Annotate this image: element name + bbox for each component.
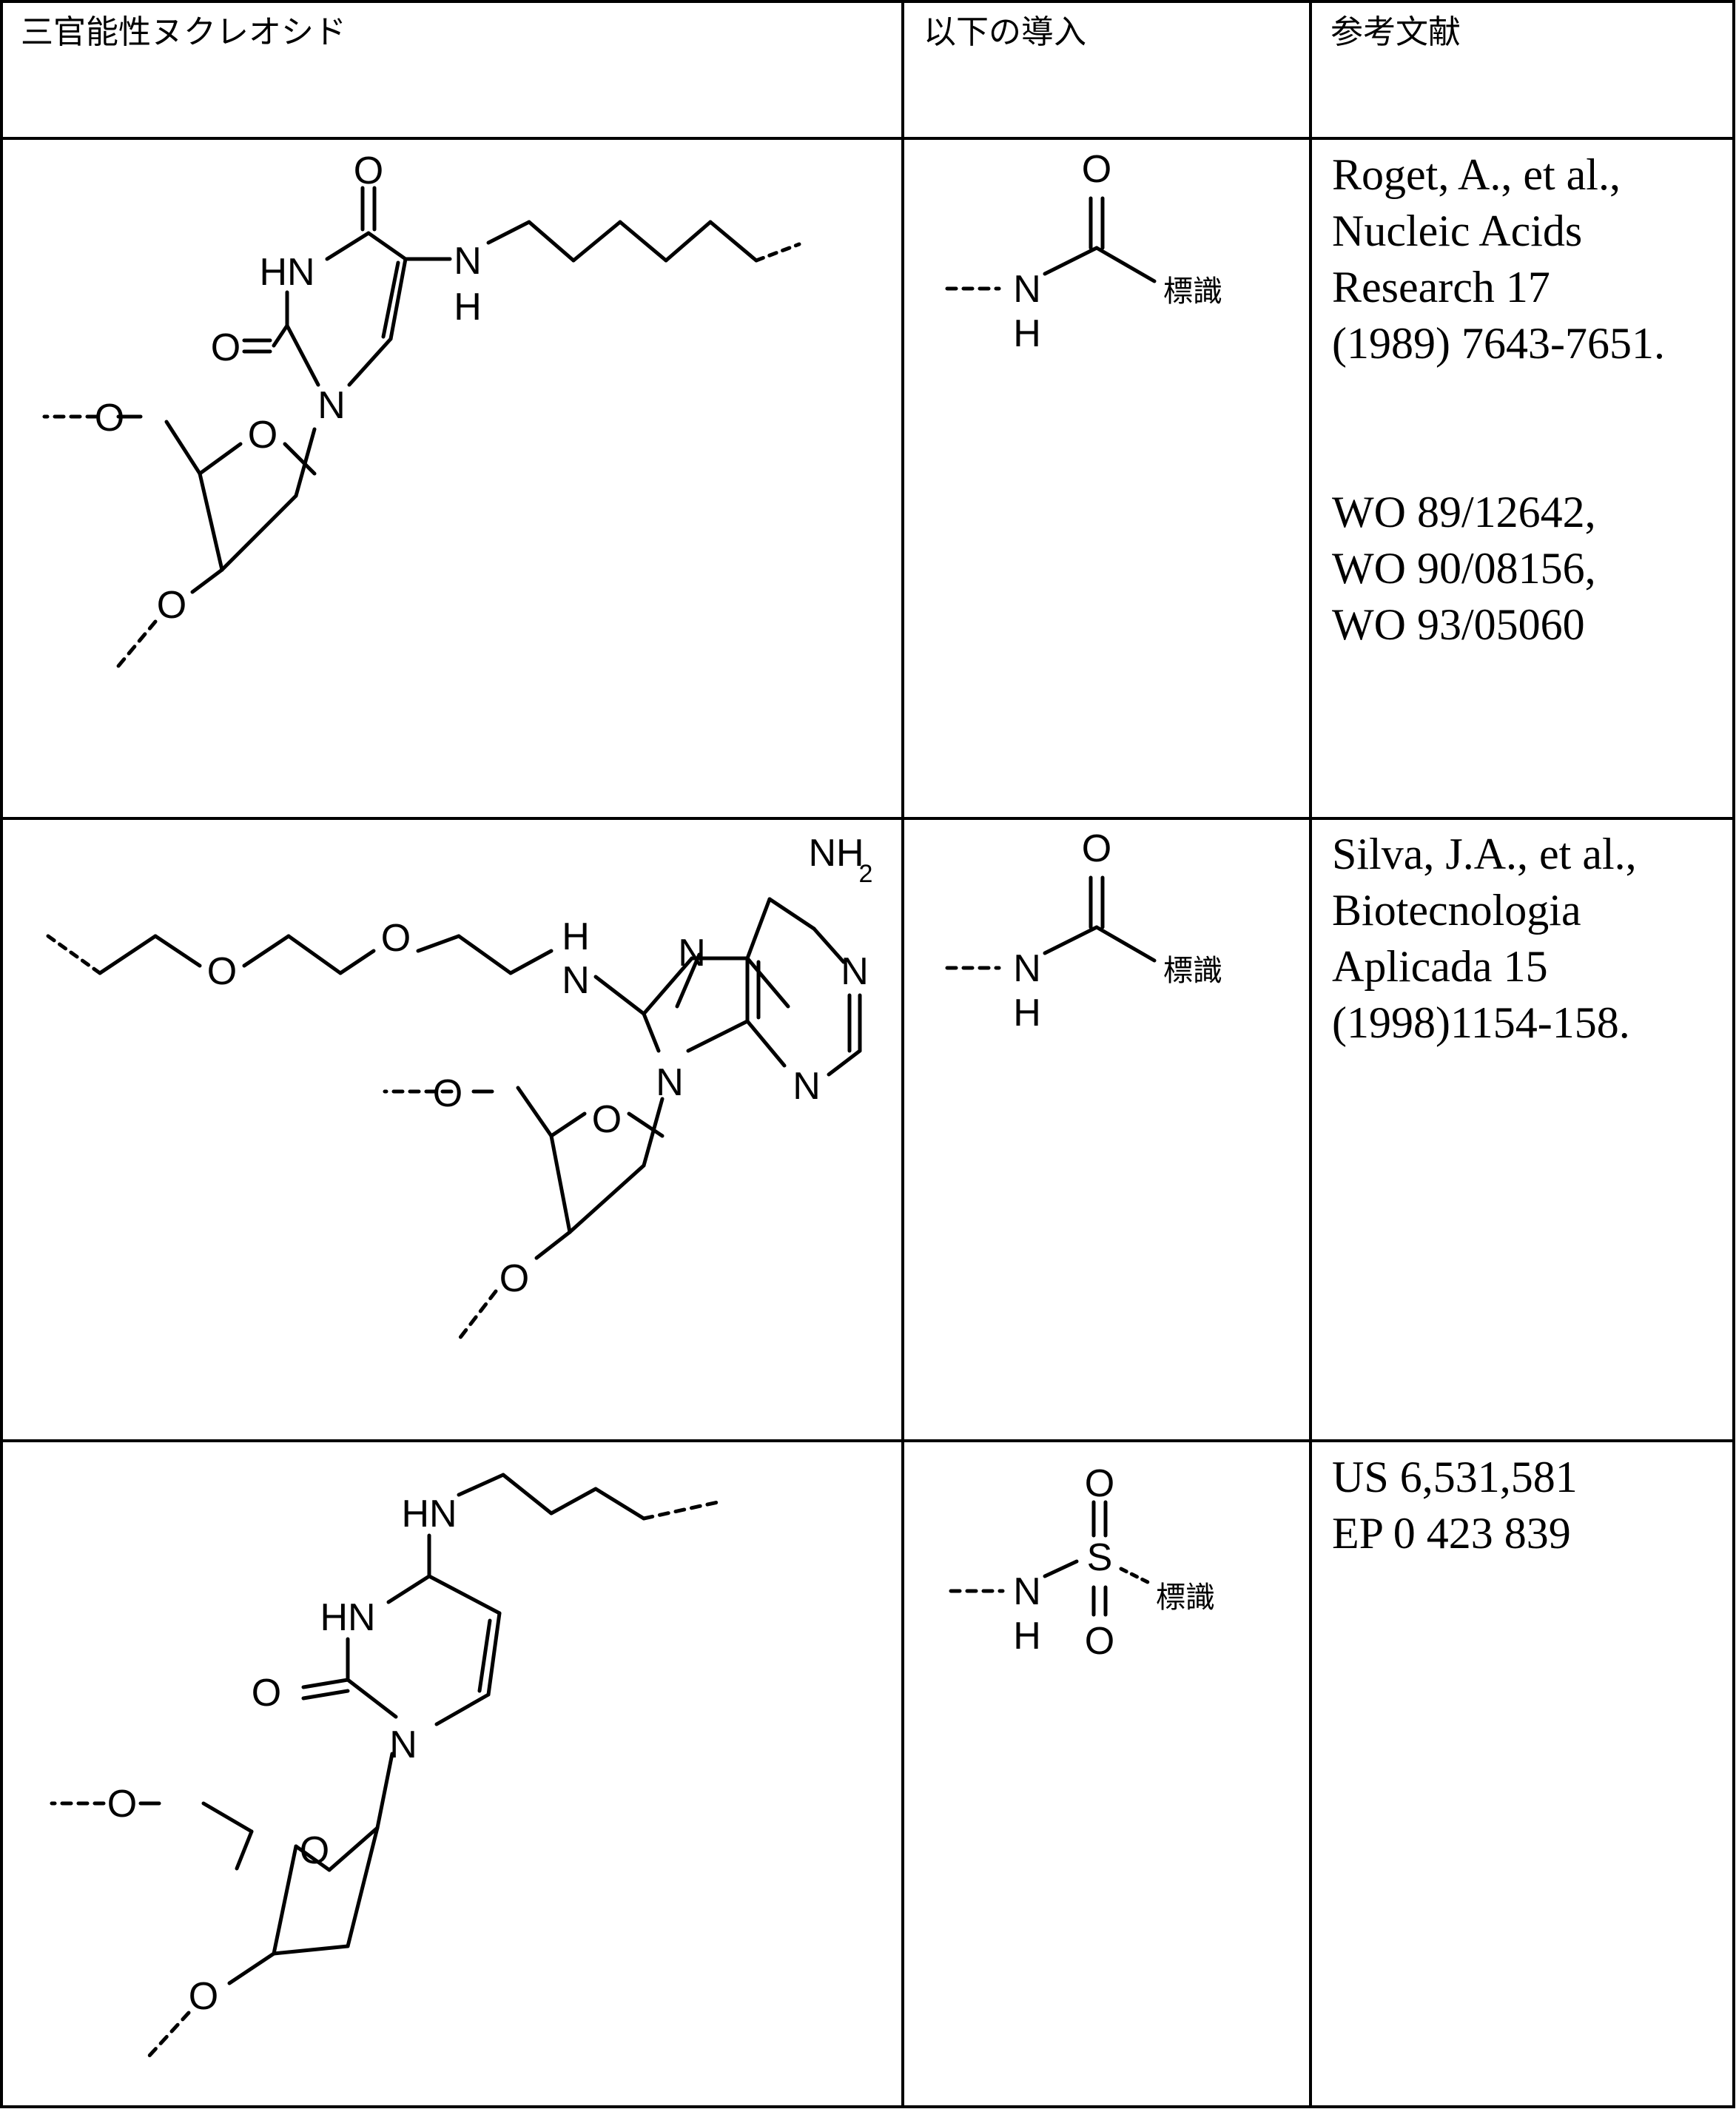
- atom-subscript: 2: [859, 860, 873, 888]
- nucleoside-structure-2: NH 2 H O O N N N N N O O O: [0, 818, 903, 1441]
- reference-line: (1989) 7643-7651.: [1332, 315, 1665, 371]
- atom-label: N: [389, 1723, 417, 1766]
- reference-line: Biotecnologia: [1332, 882, 1637, 938]
- atom-label: NH: [808, 832, 864, 875]
- atom-label: O: [189, 1975, 218, 2018]
- atom-label: H: [1013, 992, 1041, 1035]
- atom-label: O: [1082, 827, 1111, 870]
- atom-label: H: [1013, 312, 1041, 355]
- atom-label: N: [841, 950, 869, 993]
- nucleoside-structure-1: O HN O N N H O O O: [0, 138, 903, 818]
- atom-label: N: [656, 1061, 684, 1104]
- atom-label: O: [248, 414, 277, 457]
- atom-label: N: [1013, 268, 1041, 311]
- reference-gap: [1332, 371, 1665, 484]
- atom-label: O: [354, 149, 383, 192]
- atom-label: O: [95, 397, 124, 440]
- header-introduction: 以下の導入: [923, 13, 1086, 52]
- atom-label: HN: [320, 1596, 375, 1639]
- reference-line: WO 93/05060: [1332, 596, 1665, 653]
- atom-label: O: [433, 1072, 462, 1115]
- label-marker: 標識: [1163, 275, 1222, 309]
- atom-label: N: [454, 240, 482, 283]
- reference-line: WO 89/12642,: [1332, 484, 1665, 540]
- atom-label: N: [1013, 1570, 1041, 1613]
- atom-label: O: [157, 584, 186, 627]
- atom-label: O: [1082, 148, 1111, 191]
- reference-line: Silva, J.A., et al.,: [1332, 826, 1637, 882]
- references-cell-1: Roget, A., et al., Nucleic Acids Researc…: [1332, 147, 1665, 653]
- atom-label: O: [211, 326, 240, 369]
- label-marker: 標識: [1163, 954, 1222, 988]
- atom-label: O: [592, 1098, 622, 1141]
- atom-label: H: [454, 286, 482, 329]
- introduction-structure-2: O N H 標識: [903, 818, 1311, 1441]
- reference-line: (1998)1154-158.: [1332, 995, 1637, 1051]
- introduction-structure-3: O S O N H 標識: [903, 1441, 1311, 2109]
- atom-label: N: [562, 959, 590, 1002]
- atom-label: S: [1087, 1536, 1113, 1579]
- atom-label: O: [381, 917, 411, 960]
- atom-label: O: [107, 1783, 137, 1826]
- atom-label: H: [1013, 1615, 1041, 1658]
- reference-line: Aplicada 15: [1332, 938, 1637, 995]
- reference-line: EP 0 423 839: [1332, 1505, 1578, 1561]
- reference-line: WO 90/08156,: [1332, 540, 1665, 596]
- atom-label: O: [499, 1257, 529, 1300]
- references-cell-3: US 6,531,581 EP 0 423 839: [1332, 1449, 1578, 1561]
- introduction-structure-1: O N H 標識: [903, 138, 1311, 818]
- references-cell-2: Silva, J.A., et al., Biotecnologia Aplic…: [1332, 826, 1637, 1051]
- atom-label: N: [678, 932, 706, 975]
- atom-label: O: [252, 1672, 281, 1715]
- atom-label: O: [1085, 1620, 1114, 1663]
- atom-label: N: [1013, 947, 1041, 990]
- atom-label: HN: [259, 251, 314, 294]
- header-references: 参考文献: [1330, 13, 1461, 52]
- atom-label: H: [562, 915, 590, 958]
- atom-label: HN: [401, 1493, 457, 1536]
- atom-label: O: [300, 1829, 329, 1872]
- atom-label: N: [793, 1065, 821, 1108]
- label-marker: 標識: [1156, 1581, 1215, 1615]
- header-nucleoside: 三官能性ヌクレオシド: [21, 13, 346, 52]
- atom-label: N: [317, 384, 346, 427]
- atom-label: O: [207, 950, 237, 993]
- reference-line: Nucleic Acids: [1332, 203, 1665, 259]
- reference-line: Roget, A., et al.,: [1332, 147, 1665, 203]
- nucleoside-structure-3: HN HN O N O O O: [0, 1441, 903, 2109]
- atom-label: O: [1085, 1462, 1114, 1505]
- reference-line: US 6,531,581: [1332, 1449, 1578, 1505]
- reference-line: Research 17: [1332, 259, 1665, 315]
